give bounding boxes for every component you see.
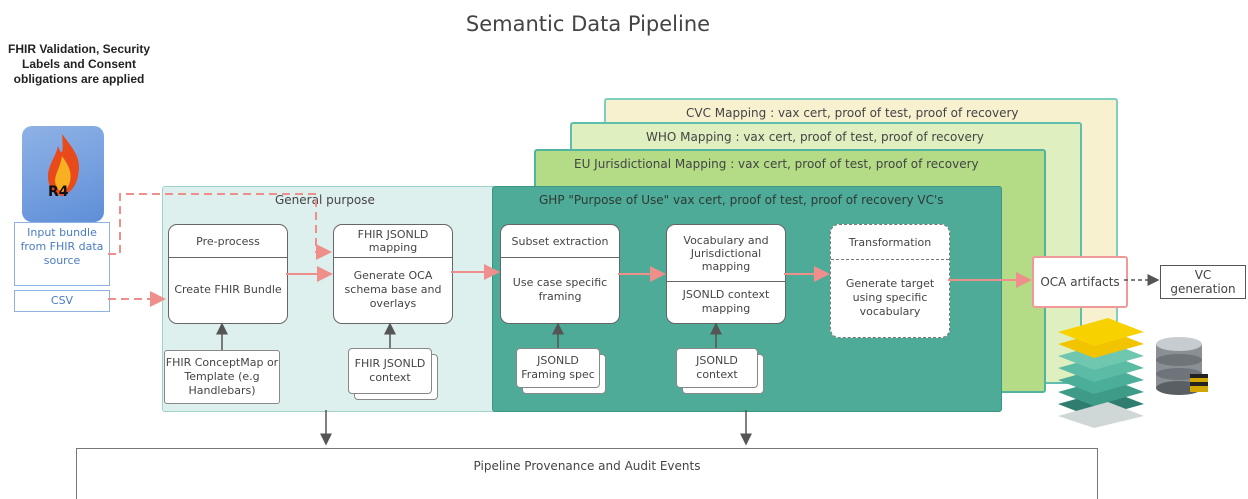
step-body: Generate OCA schema base and overlays <box>344 269 442 310</box>
step-fhir-jsonld-mapping: FHIR JSONLD mapping Generate OCA schema … <box>333 224 453 324</box>
input-bundle-box: Input bundle from FHIR data source <box>14 222 110 286</box>
database-icon <box>1156 337 1208 395</box>
bundle-dashed-arrow <box>108 193 332 260</box>
vc-generation-box: VC generation <box>1160 265 1246 299</box>
jsonld-framing-label: JSONLD Framing spec <box>521 354 595 381</box>
step-body: Use case specific framing <box>512 276 608 303</box>
step-body: JSONLD context mapping <box>682 288 770 315</box>
oca-artifacts-label: OCA artifacts <box>1040 275 1120 289</box>
fhir-logo: R4 <box>22 126 104 222</box>
csv-label: CSV <box>50 294 74 307</box>
step-body: Create FHIR Bundle <box>174 283 282 296</box>
csv-box: CSV <box>14 290 110 312</box>
jsonld-context-doc: JSONLD context <box>676 348 758 388</box>
step-vocabulary-mapping: Vocabulary and Jurisdictional mapping JS… <box>666 224 786 324</box>
connectors <box>108 193 1160 446</box>
fhir-validation-note: FHIR Validation, Security Labels and Con… <box>7 42 151 86</box>
fhir-jsonld-context-doc: FHIR JSONLD context <box>348 348 432 394</box>
who-mapping-label: WHO Mapping : vax cert, proof of test, p… <box>646 130 984 144</box>
step-head: FHIR JSONLD mapping <box>334 225 452 258</box>
eu-mapping-label: EU Jurisdictional Mapping : vax cert, pr… <box>574 157 979 171</box>
step-transformation: Transformation Generate target using spe… <box>830 224 950 338</box>
step-head: Pre-process <box>169 225 287 258</box>
step-head: Transformation <box>831 225 949 260</box>
fhir-logo-text: R4 <box>48 184 69 200</box>
fhir-conceptmap-label: FHIR ConceptMap or Template (e.g Handleb… <box>165 356 279 397</box>
fhir-jsonld-context-stack: FHIR JSONLD context <box>348 348 438 402</box>
fhir-conceptmap-input: FHIR ConceptMap or Template (e.g Handleb… <box>164 350 280 404</box>
step-head: Subset extraction <box>501 225 619 258</box>
provenance-label: Pipeline Provenance and Audit Events <box>473 459 701 473</box>
step-body: Generate target using specific vocabular… <box>845 277 935 318</box>
input-bundle-label: Input bundle from FHIR data source <box>20 226 104 267</box>
step-subset-extraction: Subset extraction Use case specific fram… <box>500 224 620 324</box>
fhir-jsonld-context-label: FHIR JSONLD context <box>354 357 426 384</box>
cvc-mapping-label: CVC Mapping : vax cert, proof of test, p… <box>686 106 1019 120</box>
jsonld-framing-stack: JSONLD Framing spec <box>516 348 606 402</box>
step-head: Vocabulary and Jurisdictional mapping <box>667 225 785 282</box>
jsonld-context-label: JSONLD context <box>696 354 738 381</box>
general-purpose-label: General purpose <box>275 193 375 207</box>
jsonld-framing-doc: JSONLD Framing spec <box>516 348 600 388</box>
oca-artifacts-box: OCA artifacts <box>1032 256 1128 308</box>
fhir-flame-icon: R4 <box>47 134 80 200</box>
vc-generation-label: VC generation <box>1170 268 1236 296</box>
step-pre-process: Pre-process Create FHIR Bundle <box>168 224 288 324</box>
diagram-title: Semantic Data Pipeline <box>465 12 711 36</box>
jsonld-context-stack: JSONLD context <box>676 348 766 402</box>
ghp-label: GHP "Purpose of Use" vax cert, proof of … <box>539 193 944 207</box>
oca-layers-icon <box>1058 318 1144 428</box>
